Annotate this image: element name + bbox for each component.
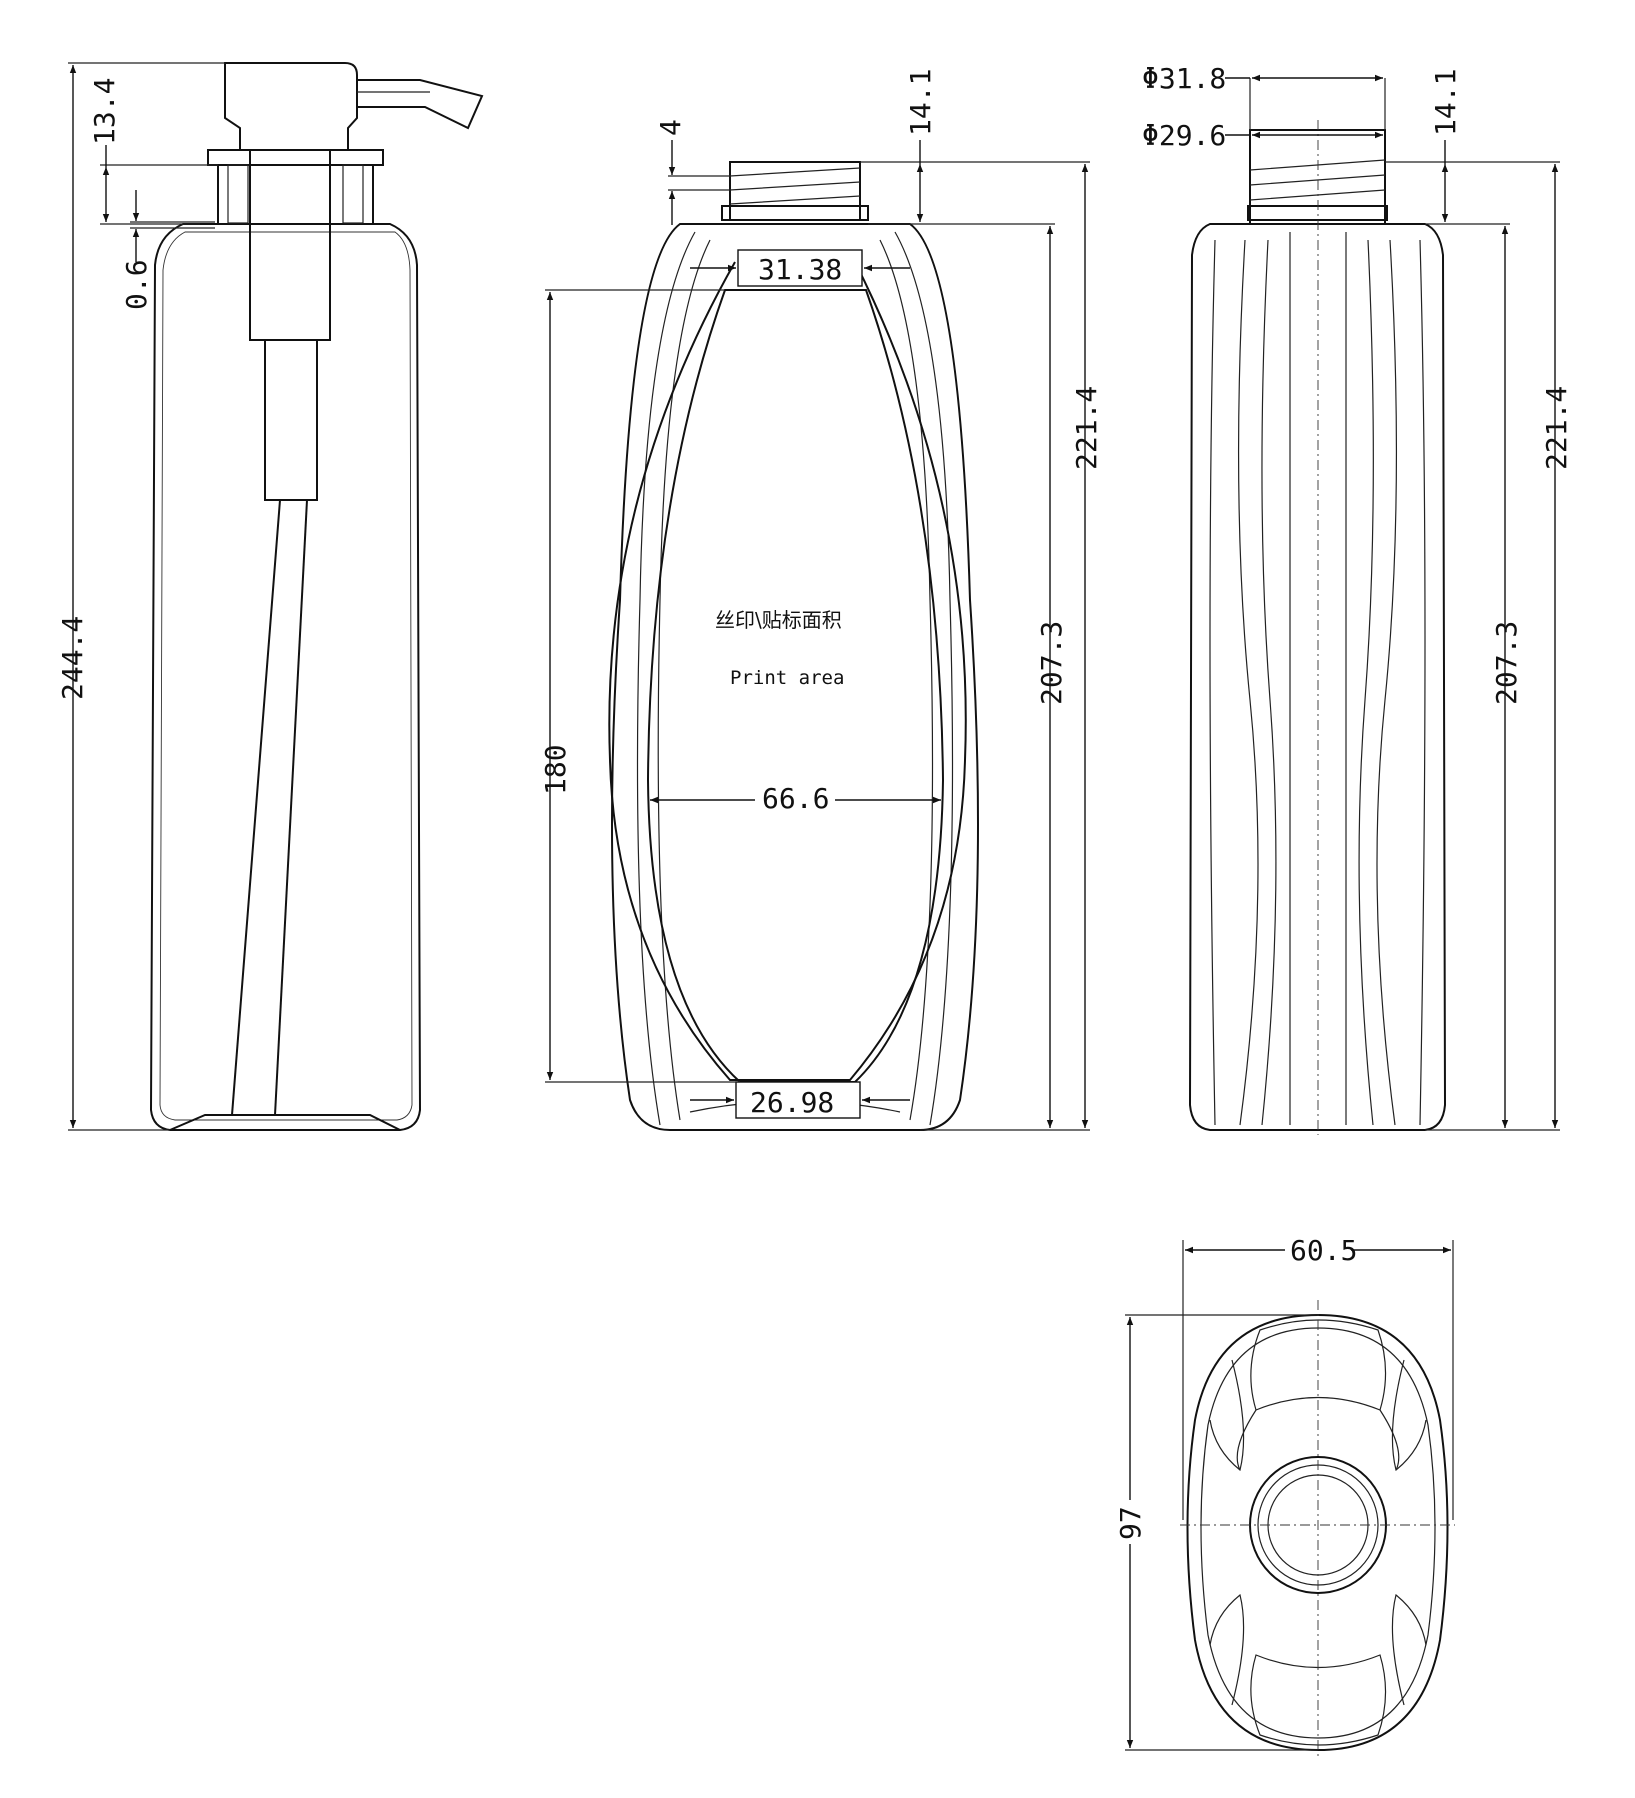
dim-gap: 0.6: [120, 259, 153, 310]
bottle-base-dome: [169, 1114, 401, 1131]
dim-neck-height-front: 14.1: [904, 69, 937, 136]
dim-total-height: 244.4: [56, 616, 89, 700]
neck: [217, 164, 374, 225]
bottom-view: 60.5 97: [1112, 1232, 1455, 1760]
pump-nozzle: [357, 79, 484, 130]
side-section-view: 244.4 13.4 0.6: [56, 62, 484, 1131]
pump-stem-lower: [264, 339, 318, 501]
dim-inner-diameter: Φ29.6: [1142, 119, 1226, 152]
dim-thread-pitch: 4: [654, 119, 687, 136]
dip-tube: [231, 499, 281, 1116]
dim-collar: 13.4: [88, 78, 121, 145]
dim-shoulder-height-front: 221.4: [1070, 386, 1103, 470]
front-neck: [729, 161, 861, 221]
bottle-outline: [149, 223, 422, 1131]
dim-outer-diameter: Φ31.8: [1142, 62, 1226, 95]
dim-body-height-side: 207.3: [1490, 621, 1523, 705]
dim-shoulder-height-side: 221.4: [1540, 386, 1573, 470]
dim-print-height: 180: [539, 744, 572, 795]
bottle-inner-wall: [159, 231, 413, 1121]
side-body-outline: [1188, 223, 1447, 1131]
bottom-outline: [1186, 1313, 1449, 1752]
dim-top-width: 31.38: [758, 253, 842, 286]
pump-head: [224, 62, 358, 151]
front-label-frame: [608, 261, 967, 1081]
collar-inner-right: [342, 164, 364, 224]
dim-print-width: 66.6: [762, 782, 829, 815]
side-view: Φ31.8 Φ29.6 14.1 221.4 207.3: [1142, 62, 1573, 1135]
dim-neck-height-side: 14.1: [1429, 69, 1462, 136]
dip-tube-right: [274, 499, 308, 1116]
collar-inner: [227, 164, 249, 224]
dim-bottom-depth: 97: [1114, 1506, 1147, 1540]
print-area-cn: 丝印\贴标面积: [715, 608, 842, 632]
collar: [207, 149, 384, 166]
dim-bottom-width: 26.98: [750, 1086, 834, 1119]
print-area-en: Print area: [730, 667, 844, 689]
dim-bottom-width: 60.5: [1290, 1234, 1357, 1267]
front-view: 丝印\贴标面积 Print area 31.38 26.98 66.6 180 …: [539, 69, 1103, 1131]
dim-body-height-front: 207.3: [1035, 621, 1068, 705]
pump-stem-upper: [249, 149, 331, 341]
